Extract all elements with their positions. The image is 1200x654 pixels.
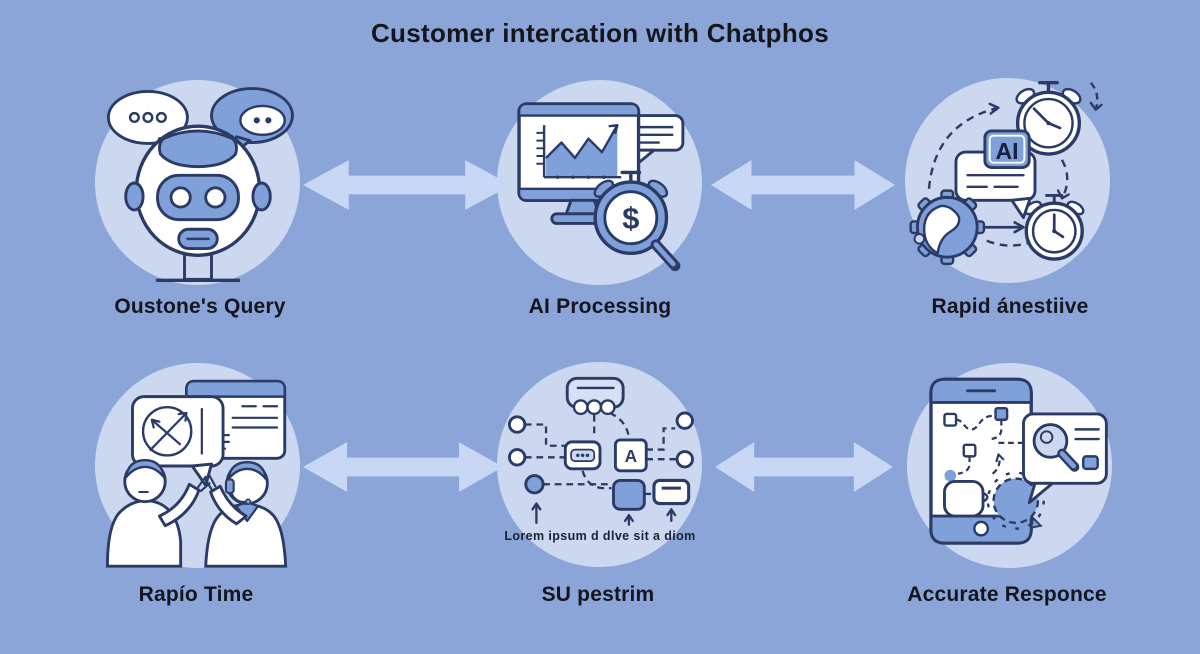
step-label-rapid-time: Rapío Time bbox=[138, 583, 254, 606]
double-arrow bbox=[715, 439, 893, 495]
step-label-customer-query: Oustone's Query bbox=[114, 295, 286, 318]
step-system-flow: A Lorem ipsum d dlve sit a diom bbox=[497, 362, 702, 567]
gear-head-icon bbox=[908, 188, 985, 265]
icon-circle: AI bbox=[905, 78, 1110, 283]
robot-chat-icon bbox=[106, 86, 294, 282]
step-label-system-flow: SU pestrim bbox=[541, 583, 655, 606]
currency-symbol: $ bbox=[622, 200, 639, 235]
step-rapid-time bbox=[95, 363, 300, 568]
step-rapid-response: AI bbox=[905, 78, 1110, 283]
icon-circle bbox=[95, 80, 300, 285]
step-customer-query bbox=[95, 80, 300, 285]
double-arrow bbox=[303, 157, 511, 213]
double-arrow bbox=[303, 439, 503, 495]
icon-circle bbox=[907, 363, 1112, 568]
icon-circle bbox=[95, 363, 300, 568]
analytics-monitor-icon: $ bbox=[516, 101, 684, 271]
flowchart-caption: Lorem ipsum d dlve sit a diom bbox=[504, 529, 695, 543]
node-letter: A bbox=[624, 446, 637, 466]
page-title: Customer intercation with Chatphos bbox=[370, 18, 829, 48]
step-label-accurate-response: Accurate Responce bbox=[907, 583, 1107, 606]
phone-result-icon bbox=[928, 377, 1108, 545]
icon-circle: $ bbox=[497, 80, 702, 285]
ai-badge-label: AI bbox=[995, 137, 1018, 163]
double-arrow bbox=[711, 157, 895, 213]
icon-circle: A Lorem ipsum d dlve sit a diom bbox=[497, 362, 702, 567]
ai-timer-icon: AI bbox=[908, 80, 1103, 265]
step-label-ai-processing: AI Processing bbox=[528, 295, 672, 318]
step-accurate-response bbox=[907, 363, 1112, 568]
step-label-rapid-response: Rapid ánestiive bbox=[931, 295, 1089, 318]
flowchart-icon: A Lorem ipsum d dlve sit a diom bbox=[504, 376, 695, 543]
support-agents-icon bbox=[105, 379, 287, 568]
step-ai-processing: $ bbox=[497, 80, 702, 285]
